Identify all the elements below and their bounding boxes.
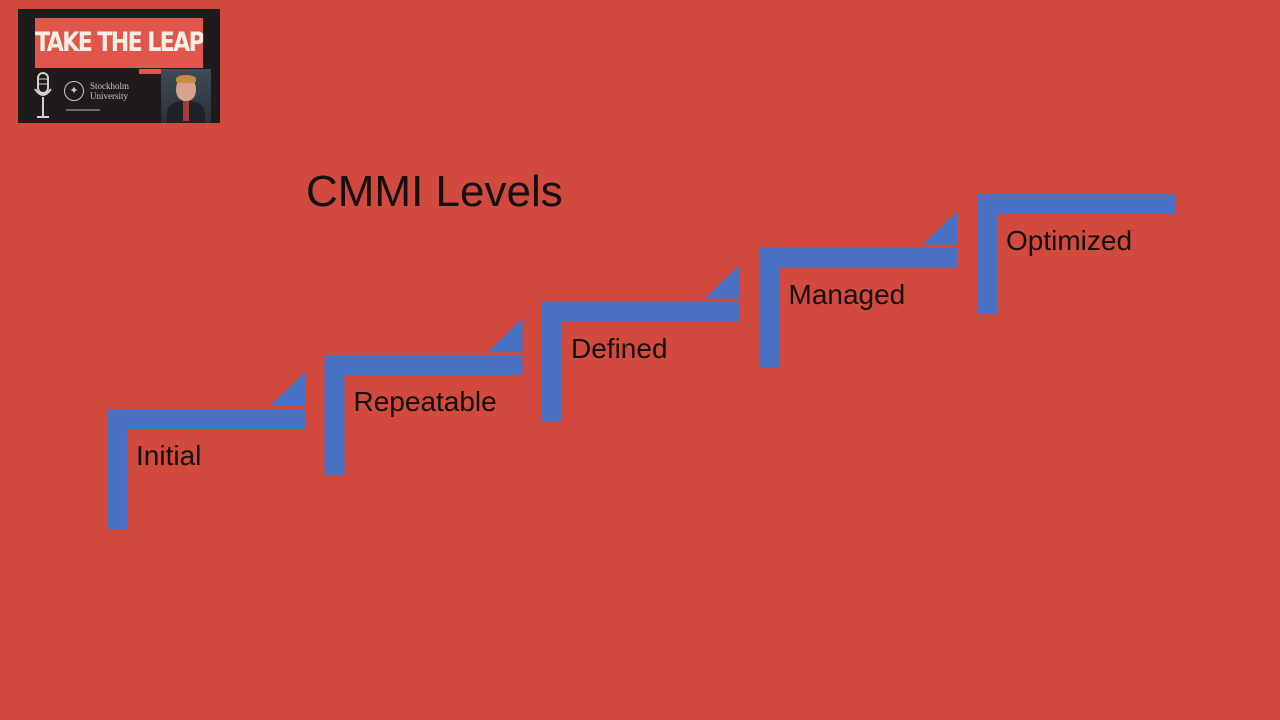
step-arrow-icon	[705, 264, 740, 299]
step-2	[324, 318, 523, 476]
step-riser	[107, 409, 127, 529]
logo-tag	[139, 69, 169, 74]
step-riser	[324, 355, 345, 476]
step-tread	[324, 355, 523, 376]
step-tread	[759, 247, 958, 268]
step-tread	[542, 301, 740, 322]
logo-banner-text: TAKE THE LEAP	[35, 18, 204, 68]
slide-title: CMMI Levels	[306, 167, 563, 216]
step-label-optimized: Optimized	[1006, 225, 1133, 256]
step-1	[107, 372, 305, 529]
step-5	[977, 194, 1175, 314]
logo-divider	[66, 109, 100, 111]
step-tread	[107, 409, 305, 429]
step-label-defined: Defined	[571, 332, 668, 364]
podcast-logo: TAKE THE LEAP ✦ Stockholm University	[18, 9, 220, 123]
step-riser	[759, 247, 780, 368]
step-tread	[977, 194, 1175, 214]
microphone-icon	[34, 72, 52, 118]
host-photo	[161, 69, 211, 123]
step-arrow-icon	[487, 318, 523, 353]
step-riser	[542, 301, 562, 422]
step-riser	[977, 194, 997, 314]
step-arrow-icon	[270, 372, 305, 406]
step-3	[542, 264, 740, 422]
university-seal-icon: ✦	[64, 81, 84, 101]
logo-university-name: Stockholm University	[90, 81, 130, 101]
step-arrow-icon	[922, 210, 958, 245]
step-label-repeatable: Repeatable	[353, 386, 497, 418]
step-label-managed: Managed	[788, 278, 906, 310]
step-label-initial: Initial	[136, 440, 202, 471]
step-4	[759, 210, 958, 368]
